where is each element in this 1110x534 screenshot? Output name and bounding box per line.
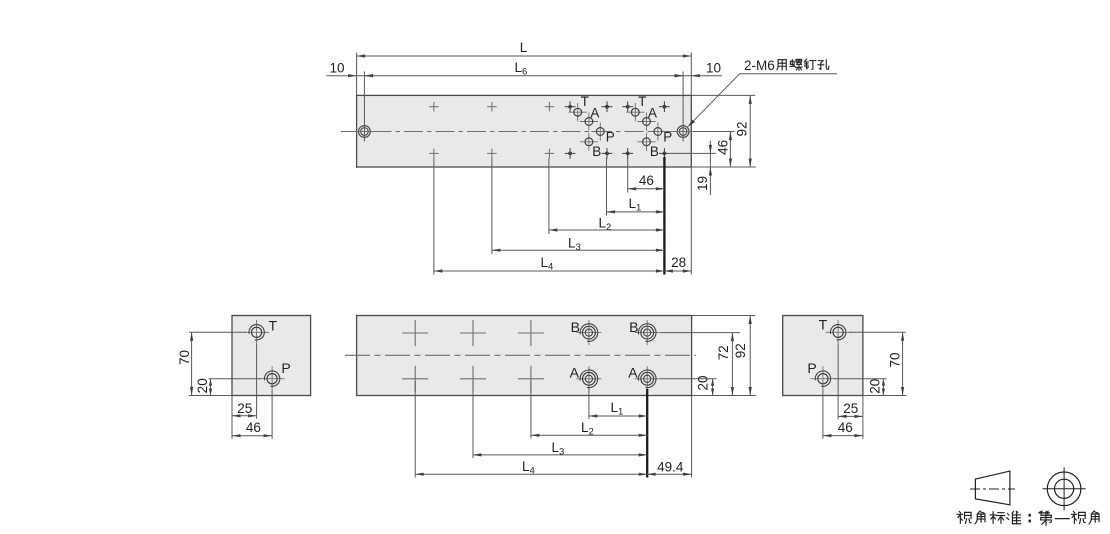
svg-text:46: 46: [246, 420, 261, 435]
svg-text:A: A: [590, 105, 599, 120]
svg-text:A: A: [648, 105, 657, 120]
svg-text:70: 70: [888, 352, 903, 367]
svg-text:B: B: [650, 144, 659, 159]
svg-text:T: T: [819, 317, 828, 333]
svg-text:20: 20: [696, 375, 711, 390]
svg-text:46: 46: [838, 420, 853, 435]
svg-text:28: 28: [671, 255, 686, 270]
svg-text:A: A: [570, 364, 580, 380]
svg-text:20: 20: [195, 378, 210, 393]
svg-text:46: 46: [639, 173, 654, 188]
svg-text:B: B: [629, 319, 638, 335]
svg-text:20: 20: [868, 379, 883, 394]
svg-text:70: 70: [177, 350, 192, 365]
svg-text:P: P: [606, 130, 615, 145]
svg-text:T: T: [269, 317, 278, 333]
svg-text:92: 92: [733, 343, 748, 358]
svg-text:P: P: [281, 360, 290, 376]
svg-text:25: 25: [843, 401, 858, 416]
svg-text:T: T: [581, 94, 589, 109]
svg-text:92: 92: [734, 121, 749, 136]
svg-text:2-M6: 2-M6: [744, 58, 775, 73]
svg-text:A: A: [628, 364, 638, 380]
svg-text:B: B: [571, 319, 580, 335]
svg-text:72: 72: [716, 345, 731, 360]
svg-text:49.4: 49.4: [657, 460, 684, 475]
svg-text:T: T: [638, 94, 646, 109]
svg-text:P: P: [807, 360, 816, 376]
svg-text:L: L: [520, 40, 528, 55]
svg-text:46: 46: [715, 140, 730, 155]
svg-text:25: 25: [237, 401, 252, 416]
svg-text:10: 10: [706, 60, 721, 75]
svg-text:B: B: [592, 144, 601, 159]
svg-text:10: 10: [329, 60, 344, 75]
svg-text:19: 19: [695, 176, 710, 191]
svg-text:P: P: [663, 130, 672, 145]
